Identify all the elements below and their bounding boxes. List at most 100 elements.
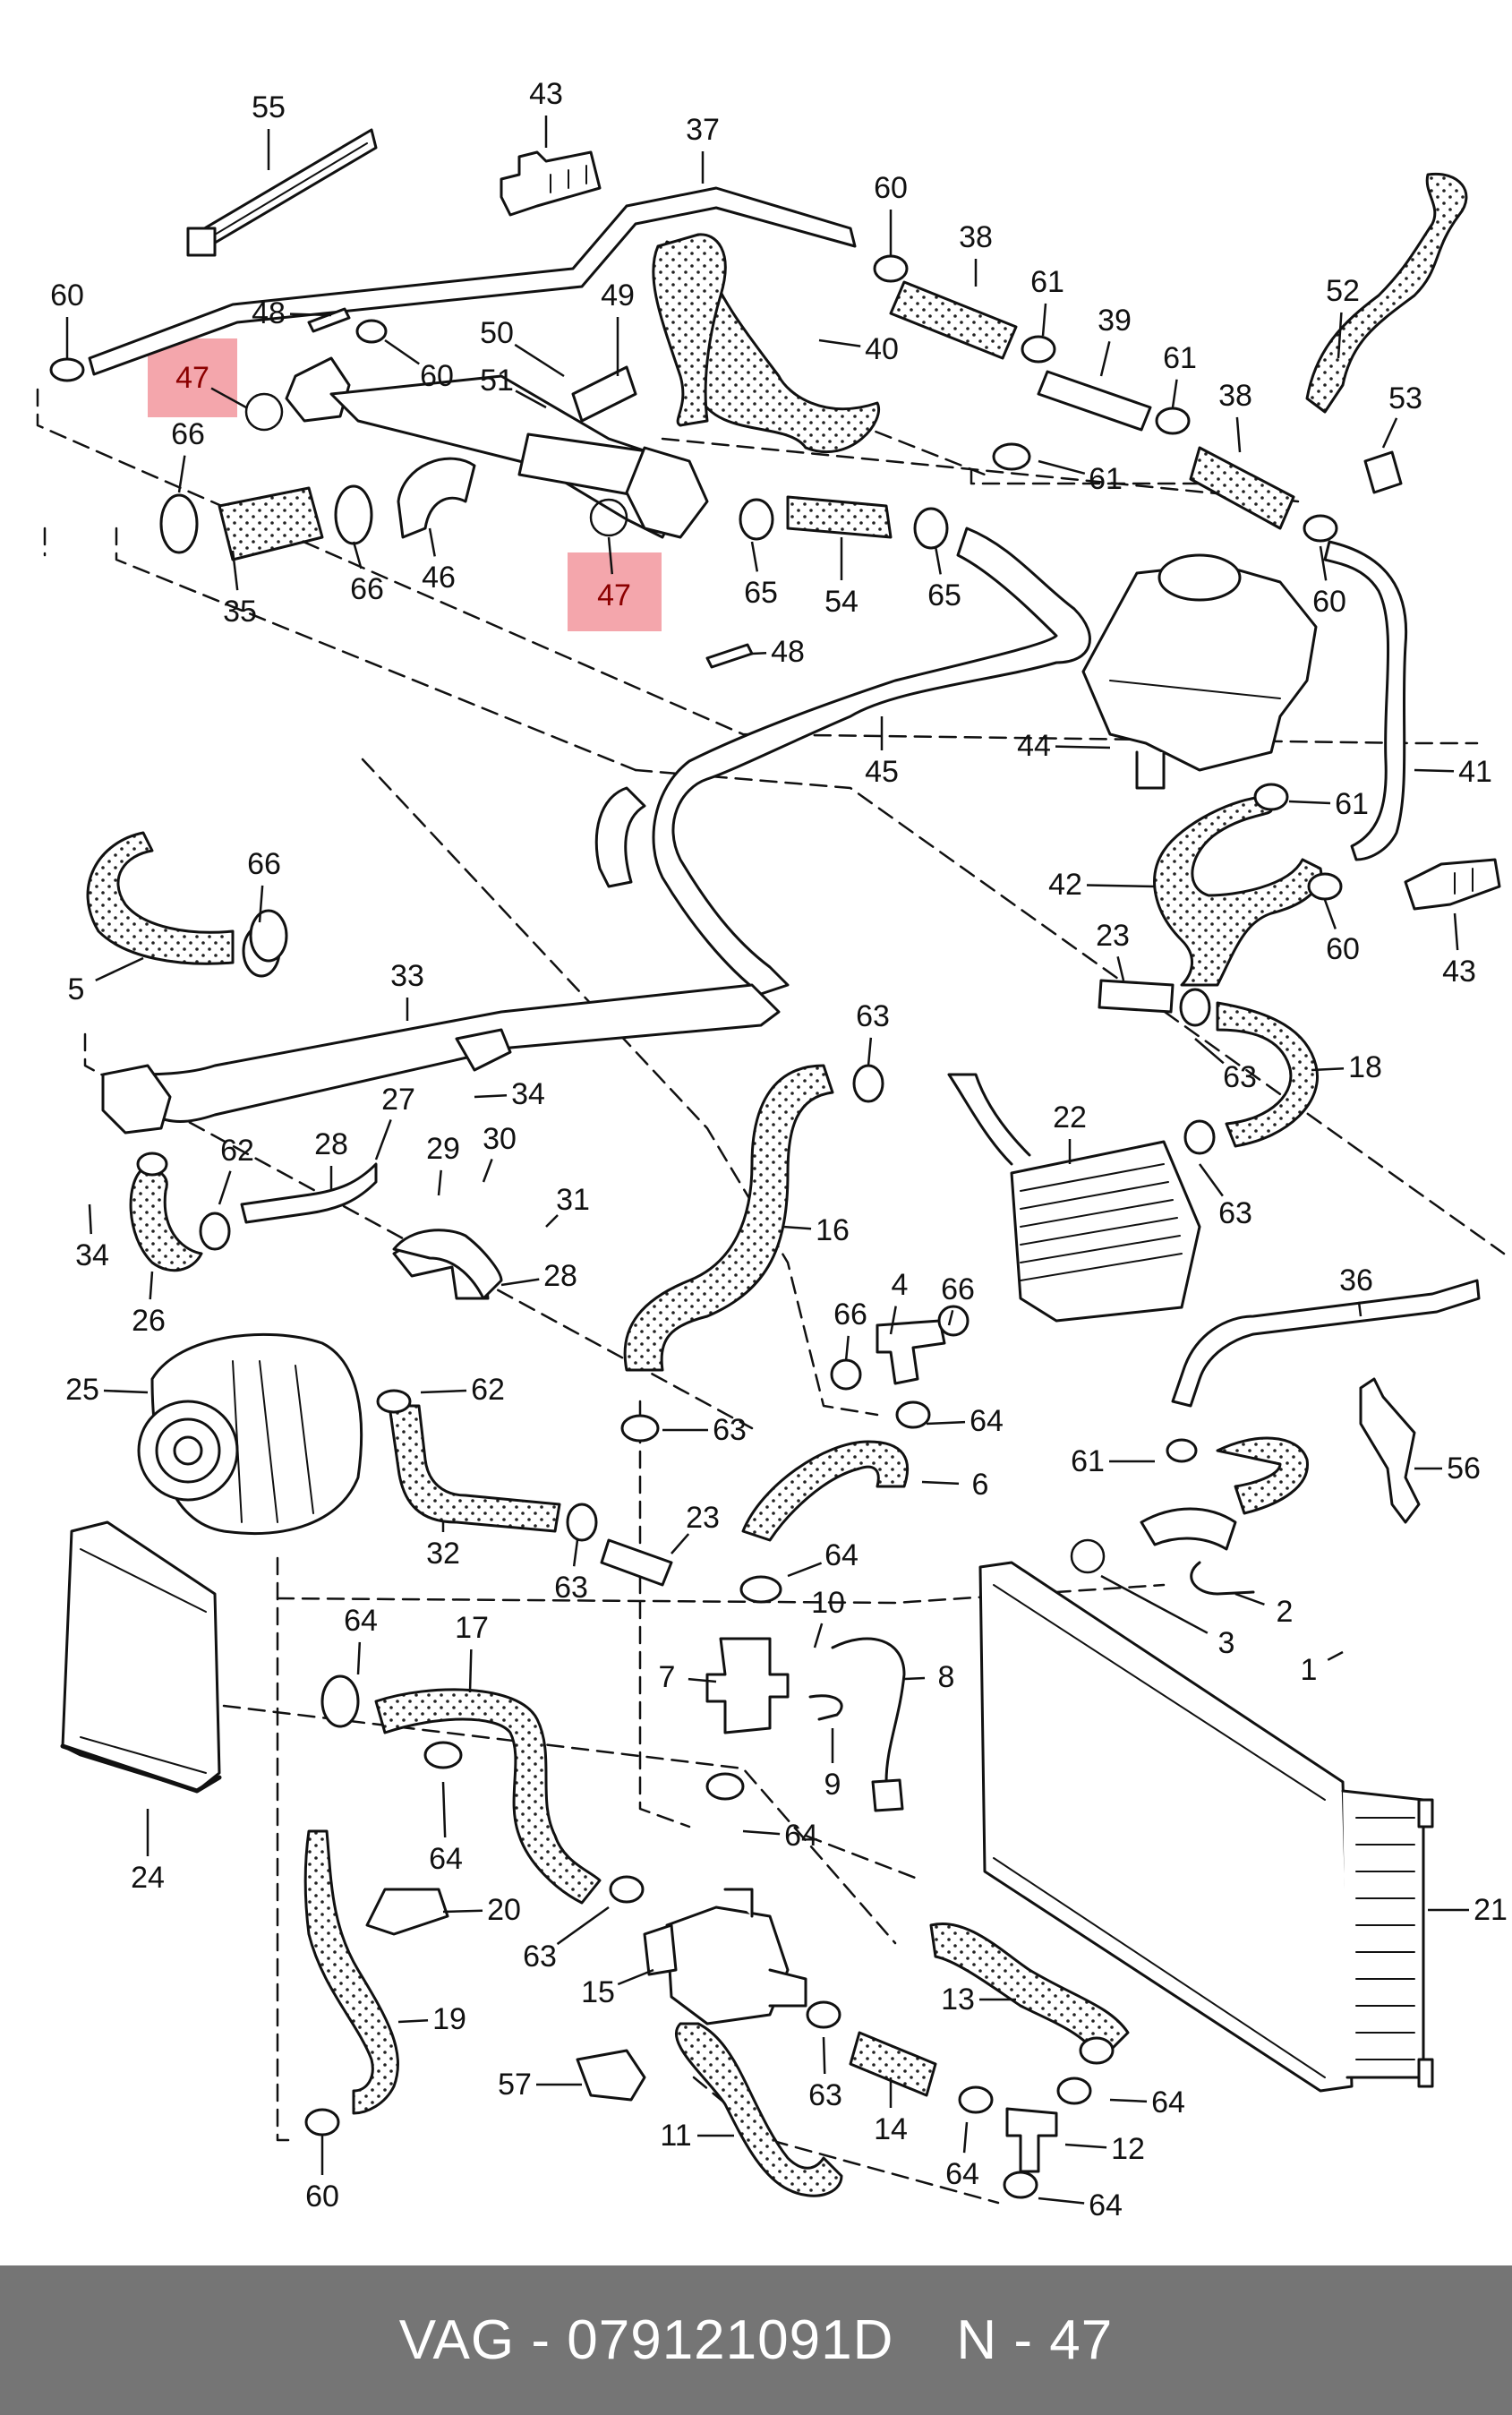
leader-line-26: [149, 1271, 154, 1300]
part-2-clip: [1190, 1561, 1255, 1596]
part-5-hose: [86, 831, 235, 965]
coolant-system-exploded-diagram: 5543376038604849475051604061395261385361…: [36, 77, 1508, 2222]
part-53-grommet: [1363, 450, 1403, 494]
leader-line-64: [1109, 2098, 1148, 2103]
leader-line-8: [903, 1676, 926, 1681]
part-6-hose: [741, 1440, 910, 1542]
leader-line-64: [356, 1641, 362, 1675]
callout-label-21: 21: [1474, 1893, 1508, 1927]
part-38-hose-lower: [1189, 446, 1295, 530]
part-36-pipe: [1171, 1279, 1481, 1408]
callout-label-38: 38: [959, 220, 993, 254]
leader-line-64: [742, 1829, 781, 1836]
callout-label-66: 66: [833, 1297, 867, 1332]
callout-label-63: 63: [1223, 1060, 1257, 1094]
part-32-hose: [388, 1404, 561, 1533]
callout-label-33: 33: [390, 959, 424, 993]
part-45-branch: [594, 786, 646, 888]
callout-label-37: 37: [686, 113, 720, 147]
callout-label-23: 23: [686, 1501, 720, 1535]
part-41-pipe: [1323, 540, 1408, 861]
callout-label-22: 22: [1053, 1100, 1087, 1135]
leader-line-47: [607, 536, 614, 575]
part-25-alternator: [137, 1332, 363, 1535]
callout-label-63: 63: [1218, 1196, 1252, 1230]
part-48-bolt-lower: [705, 643, 754, 669]
callout-label-11: 11: [660, 2119, 691, 2153]
callout-label-3: 3: [1218, 1626, 1235, 1660]
callout-label-43: 43: [1442, 955, 1476, 989]
callout-label-16: 16: [816, 1213, 850, 1247]
part-52-hose: [1305, 172, 1468, 414]
callout-label-66: 66: [350, 572, 384, 606]
callout-label-60: 60: [420, 359, 454, 393]
leader-line-64: [787, 1562, 823, 1578]
callout-label-60: 60: [1326, 932, 1360, 966]
callout-label-15: 15: [581, 1975, 615, 2009]
leader-line-66: [352, 541, 363, 569]
part-reference-footer: VAG - 079121091D N - 47: [0, 2265, 1512, 2415]
part-26-hose: [129, 1167, 203, 1272]
callout-label-14: 14: [874, 2112, 908, 2146]
callout-label-63: 63: [808, 2078, 842, 2112]
leader-line-48: [289, 313, 332, 317]
callout-label-28: 28: [314, 1127, 348, 1161]
callout-label-56: 56: [1447, 1452, 1481, 1486]
callout-label-55: 55: [252, 90, 286, 124]
leader-line-4: [889, 1306, 897, 1335]
leader-line-62: [420, 1389, 467, 1394]
part-20-clip: [365, 1888, 449, 1936]
callout-label-8: 8: [938, 1660, 955, 1694]
callout-label-66: 66: [247, 847, 281, 881]
callout-label-66: 66: [941, 1272, 975, 1306]
leader-line-64: [962, 2121, 969, 2154]
part-23-pipe-lower: [600, 1538, 673, 1587]
callout-label-41: 41: [1458, 755, 1492, 789]
callout-label-48: 48: [771, 635, 805, 669]
part-1-elbow-hose: [1216, 1436, 1309, 1515]
part-17-hose: [374, 1688, 602, 1905]
callout-label-23: 23: [1096, 919, 1130, 953]
leader-line-66: [258, 885, 264, 923]
leader-line-60: [384, 338, 420, 365]
part-28-pipe-upper: [240, 1162, 378, 1224]
callout-label-66: 66: [171, 417, 205, 451]
part-54-hose: [786, 495, 893, 539]
callout-label-35: 35: [223, 595, 257, 629]
callout-label-65: 65: [927, 578, 961, 612]
callout-label-12: 12: [1111, 2132, 1145, 2166]
leader-line-64: [926, 1420, 966, 1426]
leader-line-50: [514, 343, 565, 378]
callout-label-63: 63: [713, 1413, 747, 1447]
callout-label-47: 47: [597, 578, 631, 612]
callout-label-29: 29: [426, 1132, 460, 1166]
callout-label-64: 64: [429, 1842, 463, 1876]
part-33-bracket: [455, 1028, 512, 1072]
callout-label-63: 63: [856, 999, 890, 1033]
part-47-oring-upper: [244, 392, 284, 432]
leader-line-64: [1038, 2197, 1085, 2205]
callout-label-38: 38: [1218, 379, 1252, 413]
leader-line-63: [1198, 1163, 1224, 1197]
leader-line-62: [218, 1170, 232, 1205]
part-21-radiator: [978, 1561, 1434, 2093]
part-49-sensor: [571, 365, 637, 423]
callout-label-51: 51: [480, 364, 514, 398]
leader-line-48: [751, 651, 767, 655]
callout-label-64: 64: [1151, 2085, 1185, 2120]
leader-line-38: [1235, 416, 1242, 453]
callout-label-44: 44: [1017, 729, 1051, 763]
part-43-clip-lower: [1404, 858, 1501, 911]
leader-line-16: [782, 1225, 812, 1230]
callout-label-61: 61: [1030, 265, 1064, 299]
leader-line-44: [1055, 745, 1111, 749]
part-18-hose: [1216, 1001, 1319, 1148]
part-7-tee: [705, 1637, 790, 1734]
callout-label-1: 1: [1301, 1653, 1318, 1687]
leader-line-60: [1319, 545, 1328, 581]
leader-line-10: [813, 1623, 824, 1649]
leader-line-27: [374, 1119, 392, 1160]
callout-label-34: 34: [75, 1238, 109, 1272]
part-14-hose: [849, 2031, 937, 2097]
part-38-hose-upper: [889, 280, 1018, 360]
